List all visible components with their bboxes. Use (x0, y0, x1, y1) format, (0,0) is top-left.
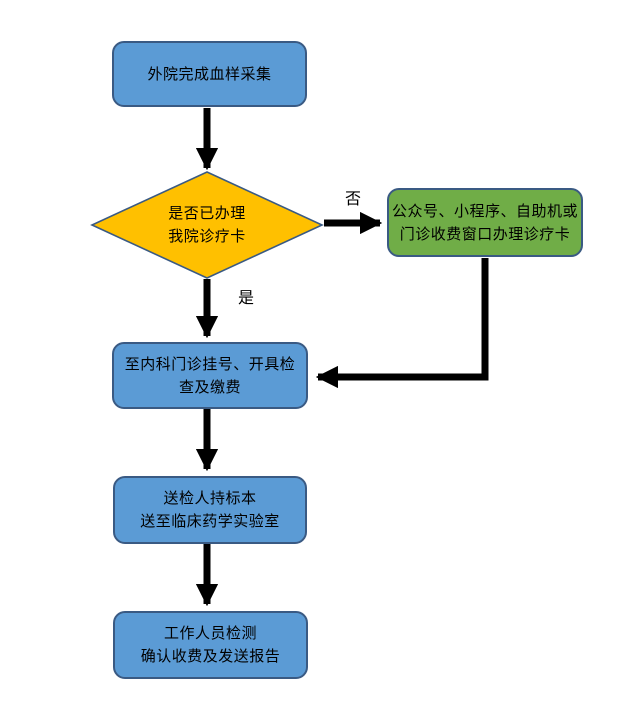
edge-label-no: 否 (345, 191, 362, 208)
decision-diamond-shape (90, 171, 324, 279)
node-deliver-label-line2: 送至临床药学实验室 (140, 513, 280, 530)
node-report-label-line2: 确认收费及发送报告 (140, 648, 281, 665)
node-report: 工作人员检测 确认收费及发送报告 (113, 611, 308, 679)
node-register-label-line2: 查及缴费 (178, 378, 241, 396)
node-decision-label-line2: 我院诊疗卡 (168, 228, 246, 245)
node-decision: 是否已办理 我院诊疗卡 (132, 198, 282, 252)
node-start-label: 外院完成血样采集 (147, 65, 272, 83)
node-register-label-line1: 至内科门诊挂号、开具检 (124, 355, 296, 373)
node-register: 至内科门诊挂号、开具检 查及缴费 (112, 342, 308, 409)
node-deliver-label-line1: 送检人持标本 (163, 490, 257, 507)
node-deliver: 送检人持标本 送至临床药学实验室 (113, 476, 307, 544)
arrow-make-card-to-register (315, 258, 489, 389)
edge-label-yes: 是 (238, 290, 255, 307)
node-start: 外院完成血样采集 (112, 41, 307, 107)
node-make-card-label-line1: 公众号、小程序、自助机或 (391, 202, 578, 220)
node-make-card-label-line2: 门诊收费窗口办理诊疗卡 (399, 225, 571, 243)
node-make-card: 公众号、小程序、自助机或 门诊收费窗口办理诊疗卡 (387, 188, 583, 257)
node-report-label-line1: 工作人员检测 (163, 625, 257, 642)
node-decision-label-line1: 是否已办理 (168, 205, 246, 222)
